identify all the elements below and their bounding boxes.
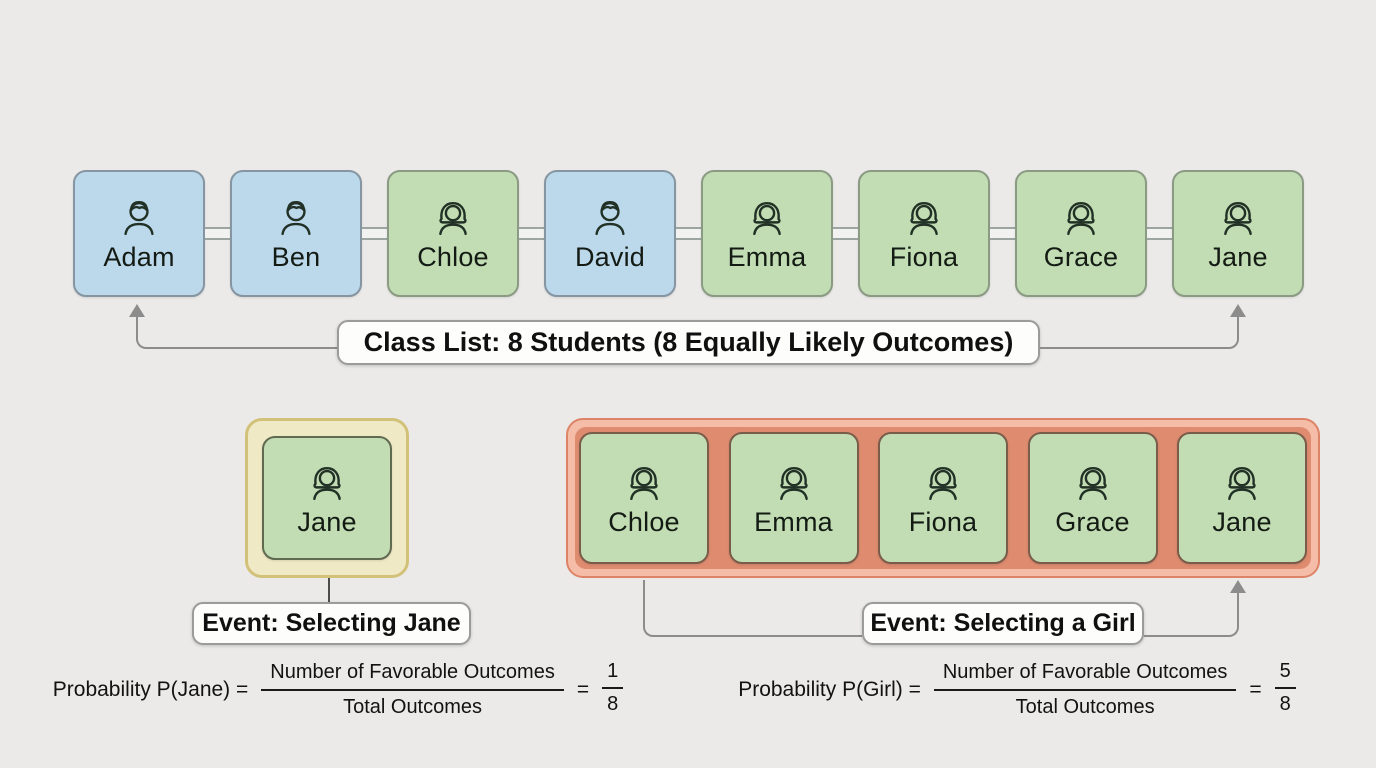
- student-card-grace: Grace: [1027, 432, 1158, 564]
- fraction-numerator: Number of Favorable Outcomes: [270, 661, 555, 683]
- probability-formula-jane: Probability P(Jane) = Number of Favorabl…: [38, 652, 638, 728]
- student-card-adam: Adam: [73, 170, 205, 297]
- event-jane-card-slot: Jane: [262, 436, 392, 560]
- class-list-bracket-left: [129, 304, 337, 349]
- card-connector-line: [676, 227, 701, 240]
- boy-person-icon: [587, 194, 633, 240]
- fraction-bar: [261, 689, 564, 691]
- formula-lhs: Probability P(Jane) =: [52, 678, 249, 701]
- girl-person-icon: [430, 194, 476, 240]
- card-connector-line: [205, 227, 230, 240]
- formula-fraction: Number of Favorable Outcomes Total Outco…: [933, 661, 1237, 719]
- arrow-up-icon: [1230, 580, 1246, 593]
- girl-person-icon: [304, 459, 350, 505]
- formula-fraction: Number of Favorable Outcomes Total Outco…: [261, 661, 564, 719]
- student-name: Emma: [727, 242, 807, 272]
- girl-person-icon: [1215, 194, 1261, 240]
- student-name: Adam: [103, 242, 175, 272]
- student-card-david: David: [544, 170, 676, 297]
- student-card-fiona: Fiona: [858, 170, 990, 297]
- result-fraction: 1 8: [602, 660, 624, 720]
- event-girl-cards-row: Chloe Emma Fiona Grace Jane: [579, 432, 1307, 564]
- fraction-denominator: 8: [607, 693, 619, 715]
- student-card-jane: Jane: [262, 436, 392, 560]
- student-name: Fiona: [889, 242, 959, 272]
- fraction-numerator: 5: [1279, 660, 1291, 682]
- girl-person-icon: [920, 459, 966, 505]
- fraction-denominator: Total Outcomes: [343, 696, 483, 718]
- card-connector-line: [833, 227, 858, 240]
- student-card-jane: Jane: [1172, 170, 1304, 297]
- student-name: Grace: [1055, 506, 1130, 537]
- student-card-grace: Grace: [1015, 170, 1147, 297]
- class-list-label: Class List: 8 Students (8 Equally Likely…: [337, 320, 1040, 365]
- event-girl-bracket-right: [1144, 580, 1246, 637]
- arrow-up-icon: [129, 304, 145, 317]
- boy-person-icon: [116, 194, 162, 240]
- student-card-fiona: Fiona: [878, 432, 1008, 564]
- event-girl-bracket-left: [643, 580, 862, 637]
- girl-person-icon: [621, 459, 667, 505]
- fraction-denominator: 8: [1279, 693, 1291, 715]
- girl-person-icon: [1058, 194, 1104, 240]
- equals-sign: =: [576, 678, 590, 701]
- student-card-chloe: Chloe: [579, 432, 709, 564]
- student-name: Emma: [754, 506, 833, 537]
- student-card-chloe: Chloe: [387, 170, 519, 297]
- girl-person-icon: [1070, 459, 1116, 505]
- fraction-bar: [602, 687, 624, 689]
- fraction-numerator: 1: [607, 660, 619, 682]
- card-connector-line: [362, 227, 387, 240]
- event-jane-connector-line: [328, 578, 330, 603]
- arrow-up-icon: [1230, 304, 1246, 317]
- event-girl-label: Event: Selecting a Girl: [862, 602, 1144, 645]
- class-list-row: Adam Ben Chloe David Emma Fiona Grace Jane: [73, 170, 1304, 297]
- fraction-numerator: Number of Favorable Outcomes: [942, 661, 1228, 683]
- girl-person-icon: [771, 459, 817, 505]
- student-name: Jane: [297, 506, 357, 537]
- student-name: Jane: [1212, 506, 1272, 537]
- student-name: Grace: [1043, 242, 1119, 272]
- girl-person-icon: [901, 194, 947, 240]
- probability-formula-girl: Probability P(Girl) = Number of Favorabl…: [726, 652, 1308, 728]
- equals-sign: =: [1249, 678, 1262, 701]
- result-fraction: 5 8: [1274, 660, 1296, 720]
- student-card-emma: Emma: [701, 170, 833, 297]
- boy-person-icon: [273, 194, 319, 240]
- fraction-bar: [933, 689, 1237, 691]
- student-name: Chloe: [417, 242, 489, 272]
- student-name: Ben: [271, 242, 321, 272]
- fraction-bar: [1274, 687, 1296, 689]
- student-name: Chloe: [608, 506, 680, 537]
- student-card-emma: Emma: [728, 432, 859, 564]
- student-card-ben: Ben: [230, 170, 362, 297]
- girl-person-icon: [1219, 459, 1265, 505]
- card-connector-line: [990, 227, 1015, 240]
- card-connector-line: [519, 227, 544, 240]
- student-name: Fiona: [908, 506, 978, 537]
- card-connector-line: [1147, 227, 1172, 240]
- fraction-denominator: Total Outcomes: [1015, 696, 1155, 718]
- event-jane-label: Event: Selecting Jane: [192, 602, 471, 645]
- student-name: Jane: [1208, 242, 1268, 272]
- student-name: David: [574, 242, 646, 272]
- class-list-bracket-right: [1040, 304, 1246, 349]
- formula-lhs: Probability P(Girl) =: [738, 678, 921, 701]
- event-jane-highlight-box: Jane: [245, 418, 409, 578]
- girl-person-icon: [744, 194, 790, 240]
- student-card-jane: Jane: [1177, 432, 1307, 564]
